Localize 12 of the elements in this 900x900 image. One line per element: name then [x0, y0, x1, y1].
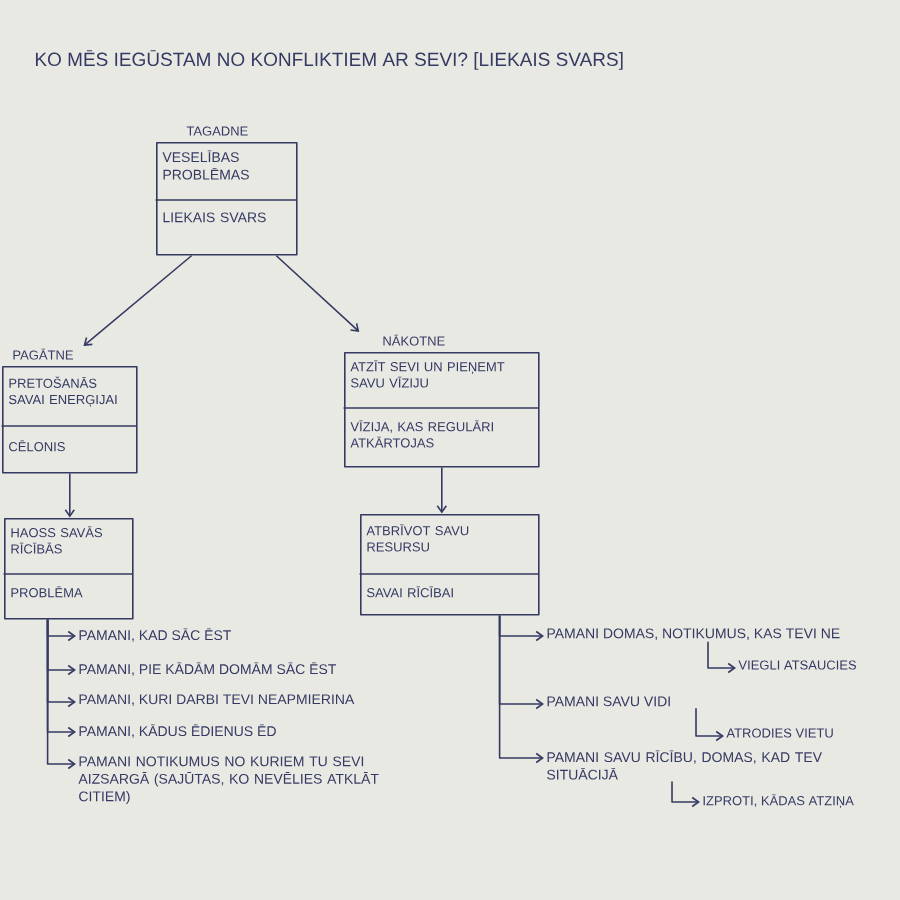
- hook-arrow: [671, 781, 700, 808]
- arrow: [275, 255, 360, 332]
- title: KO MĒS IEGŪSTAM NO KONFLIKTIEM AR SEVI? [LIEKAIS SVARS]: [35, 50, 623, 70]
- process-box: [3, 518, 134, 620]
- process-box: [359, 514, 540, 616]
- hook-arrow: [695, 707, 724, 742]
- arrow: [83, 255, 192, 346]
- arrow: [64, 473, 76, 518]
- branch-arrow: [498, 615, 544, 764]
- branch-arrow: [46, 619, 76, 770]
- hook-arrow: [707, 641, 736, 674]
- arrow: [436, 467, 448, 514]
